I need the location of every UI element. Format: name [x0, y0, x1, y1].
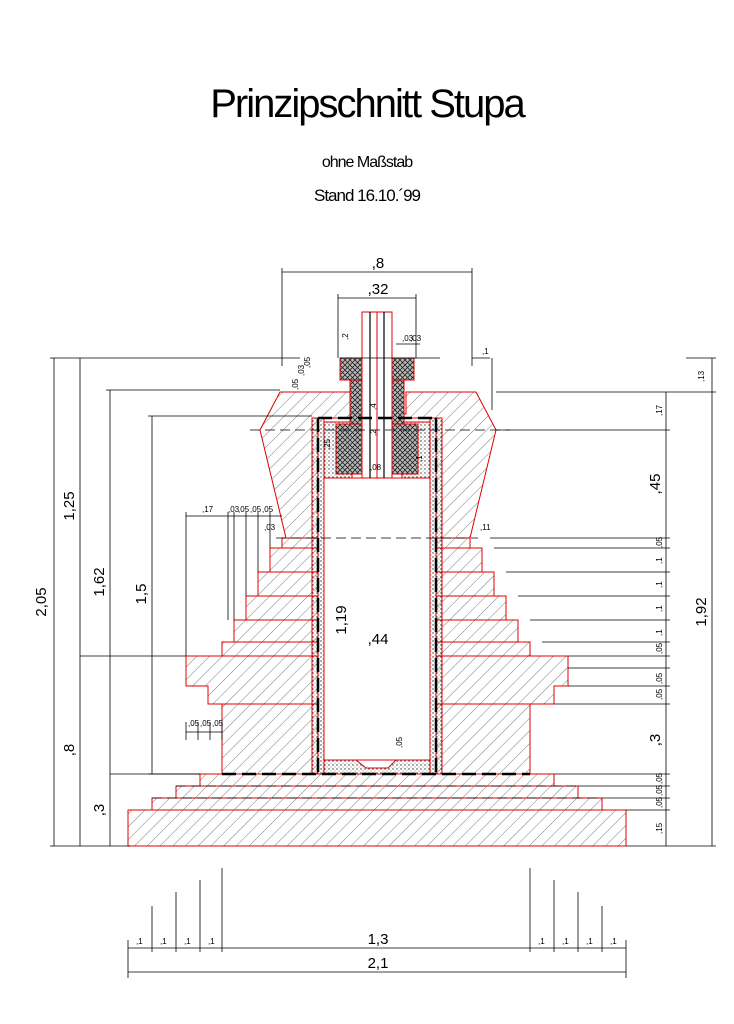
- dim-right-top: ,13: [697, 370, 706, 382]
- dim-right-cone: ,17: [655, 404, 664, 416]
- dim-right-step-4: ,1: [655, 605, 664, 612]
- drawing-title: Prinzipschnitt Stupa: [210, 82, 526, 126]
- dim-spire-height-b: ,4: [369, 403, 378, 410]
- dim-floor: ,05: [395, 736, 404, 748]
- scale-note: ohne Maßstab: [321, 154, 413, 171]
- dim-spire-height-a: ,2: [341, 333, 350, 340]
- dimension-lines: [50, 268, 716, 978]
- dim-right-step-8: ,05: [655, 688, 664, 700]
- dim-cone-height: ,45: [647, 474, 664, 495]
- dim-right-base-3: ,05: [655, 796, 664, 808]
- base-step-2: [175, 785, 579, 799]
- date-note: Stand 16.10.´99: [314, 186, 421, 205]
- dim-bottom-right-4: ,1: [610, 937, 617, 946]
- dim-right-total: 1,92: [693, 597, 710, 626]
- inner-void: [323, 477, 431, 761]
- dim-cap-offset: ,1: [482, 347, 489, 356]
- dim-base-height: ,3: [91, 804, 108, 817]
- dim-spire-width: ,32: [368, 281, 389, 298]
- dim-overall-height: 2,05: [33, 587, 50, 616]
- dim-right-step-7: ,05: [655, 672, 664, 684]
- dim-inner-gap: ,1: [415, 455, 424, 462]
- dim-right-base-2: ,05: [655, 784, 664, 796]
- dim-lower-height: ,8: [61, 744, 78, 757]
- dim-step-small: ,03: [264, 523, 276, 532]
- dim-step-left-3: ,05: [238, 505, 250, 514]
- dim-chamber-height: 1,5: [133, 584, 150, 605]
- dim-base-left-1: ,05: [188, 719, 200, 728]
- dim-inner-width: ,44: [368, 631, 389, 648]
- dim-bottom-right-1: ,1: [538, 937, 545, 946]
- dim-spire-gap: ,08: [370, 463, 382, 472]
- dim-right-lower: ,3: [647, 734, 664, 747]
- dim-right-step-2: ,1: [655, 557, 664, 564]
- dim-right-step-3: ,1: [655, 581, 664, 588]
- dim-spire-small-a: ,03: [402, 334, 414, 343]
- dim-bottom-left-4: ,1: [208, 937, 215, 946]
- dim-inner-top: ,25: [323, 438, 332, 450]
- dim-step-left-1: ,17: [202, 505, 214, 514]
- dim-right-step-5: ,1: [655, 629, 664, 636]
- dim-spire-height-c: ,2: [369, 429, 378, 436]
- dim-bottom-left-1: ,1: [136, 937, 143, 946]
- dashed-lines: [152, 416, 602, 799]
- dim-base-left-2: ,05: [200, 719, 212, 728]
- dim-bottom-right-3: ,1: [586, 937, 593, 946]
- dim-spire-small-b: ,03: [410, 334, 422, 343]
- dim-upper-height: 1,25: [61, 491, 78, 520]
- dim-right-plinth: ,15: [655, 822, 664, 834]
- dim-step-left-4: ,05: [250, 505, 262, 514]
- dim-bottom-left-2: ,1: [160, 937, 167, 946]
- dim-step-left-2: ,03: [228, 505, 240, 514]
- dim-base-left-3: ,05: [212, 719, 224, 728]
- dim-bottom-total: 2,1: [368, 955, 389, 972]
- dimension-labels: ,8 ,32 ,03 ,03 ,1 ,2 ,4 ,2 ,08 ,25 ,1 ,0…: [33, 255, 710, 972]
- base-step-3: [151, 797, 603, 811]
- base-plinth: [127, 809, 627, 847]
- dim-left-stack-b: ,03: [297, 364, 306, 376]
- dim-bottom-right-2: ,1: [562, 937, 569, 946]
- dim-bottom-left-3: ,1: [184, 937, 191, 946]
- base-step-1: [199, 773, 555, 787]
- dim-step-left-5: ,05: [262, 505, 274, 514]
- dim-right-base-1: ,05: [655, 772, 664, 784]
- dim-top-width: ,8: [372, 255, 385, 272]
- dim-right-step-6: ,05: [655, 642, 664, 654]
- dim-left-stack-a: ,05: [291, 378, 300, 390]
- chamber-floor: [323, 759, 431, 775]
- dim-cone-step: ,11: [480, 523, 491, 532]
- dim-mid-height: 1,62: [91, 567, 108, 596]
- dim-inner-height: 1,19: [333, 605, 350, 634]
- dim-left-stack-c: ,05: [303, 356, 312, 368]
- dim-bottom-middle: 1,3: [368, 931, 389, 948]
- dim-right-step-1: ,05: [655, 536, 664, 548]
